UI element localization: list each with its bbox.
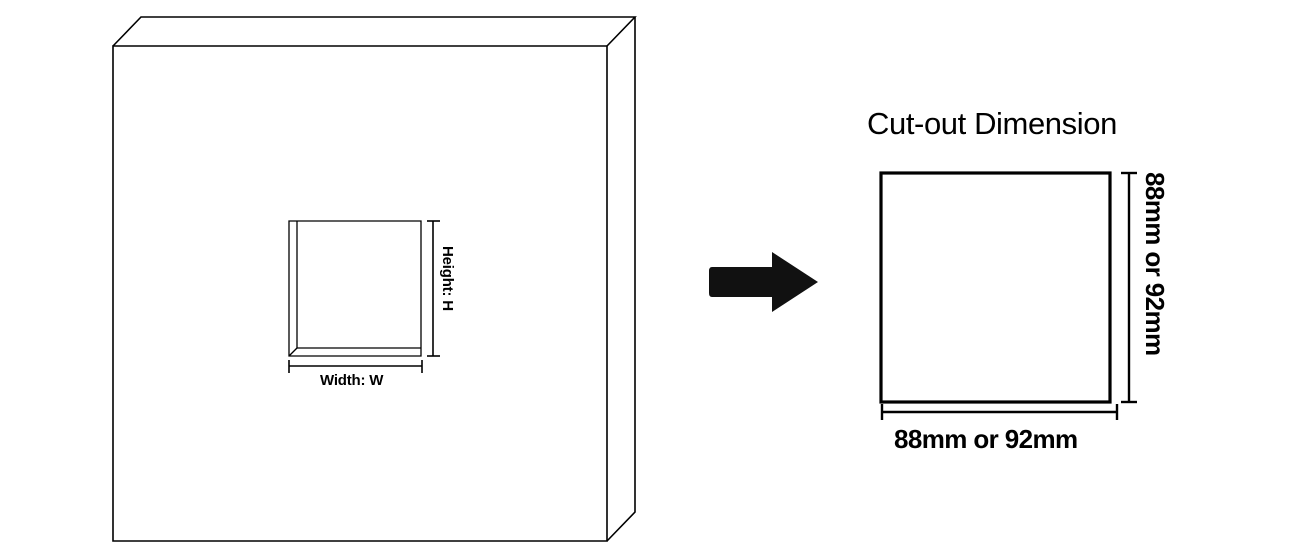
cut-out-dimension-title: Cut-out Dimension xyxy=(867,106,1117,141)
box-top-outline xyxy=(112,16,637,47)
box-top-face xyxy=(113,17,635,47)
box-right-outline xyxy=(606,17,636,542)
height-dimension-label: Height: H xyxy=(439,246,456,311)
right-arrow xyxy=(709,252,818,312)
cutout-square xyxy=(879,171,1112,404)
recess-depth-diagonal xyxy=(288,347,298,357)
recess-opening-outline xyxy=(288,220,422,357)
left-dimensions xyxy=(288,220,440,373)
width-dimension-label: Width: W xyxy=(320,372,384,389)
vertical-dimension-label: 88mm or 92mm xyxy=(1140,172,1170,356)
recess-opening-fill xyxy=(289,221,421,356)
recess-cutout xyxy=(288,220,422,357)
box-right-face xyxy=(607,18,635,541)
horizontal-dimension-label: 88mm or 92mm xyxy=(894,424,1078,454)
cutout-square-view xyxy=(879,171,1137,420)
right-arrow-shape xyxy=(709,252,818,312)
